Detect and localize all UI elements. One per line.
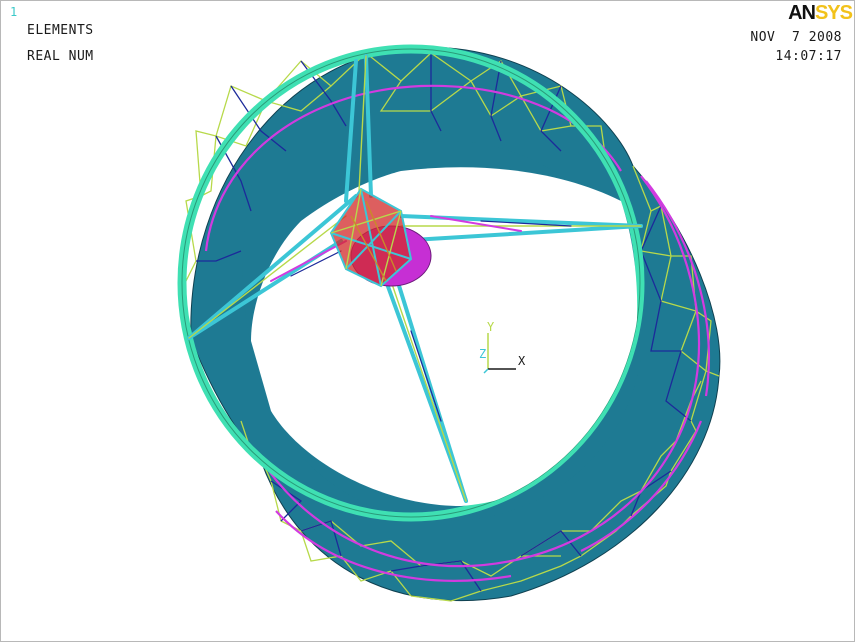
window-number: 1 [10, 5, 18, 19]
plot-subtype-label: REAL NUM [27, 49, 94, 64]
logo-part-1: AN [788, 2, 816, 24]
coordinate-triad: Y X Z [479, 320, 526, 374]
plot-time: 14:07:17 [775, 49, 842, 64]
logo-part-2: SYS [814, 2, 853, 24]
triad-y-label: Y [487, 320, 495, 334]
plot-date: NOV 7 2008 [750, 30, 842, 45]
central-hub [329, 187, 432, 288]
triad-x-label: X [518, 354, 526, 368]
support-struts [187, 54, 643, 503]
plot-type-label: ELEMENTS [27, 23, 94, 38]
ansys-logo: ANSYS [788, 2, 853, 24]
triad-z-label: Z [479, 347, 486, 361]
